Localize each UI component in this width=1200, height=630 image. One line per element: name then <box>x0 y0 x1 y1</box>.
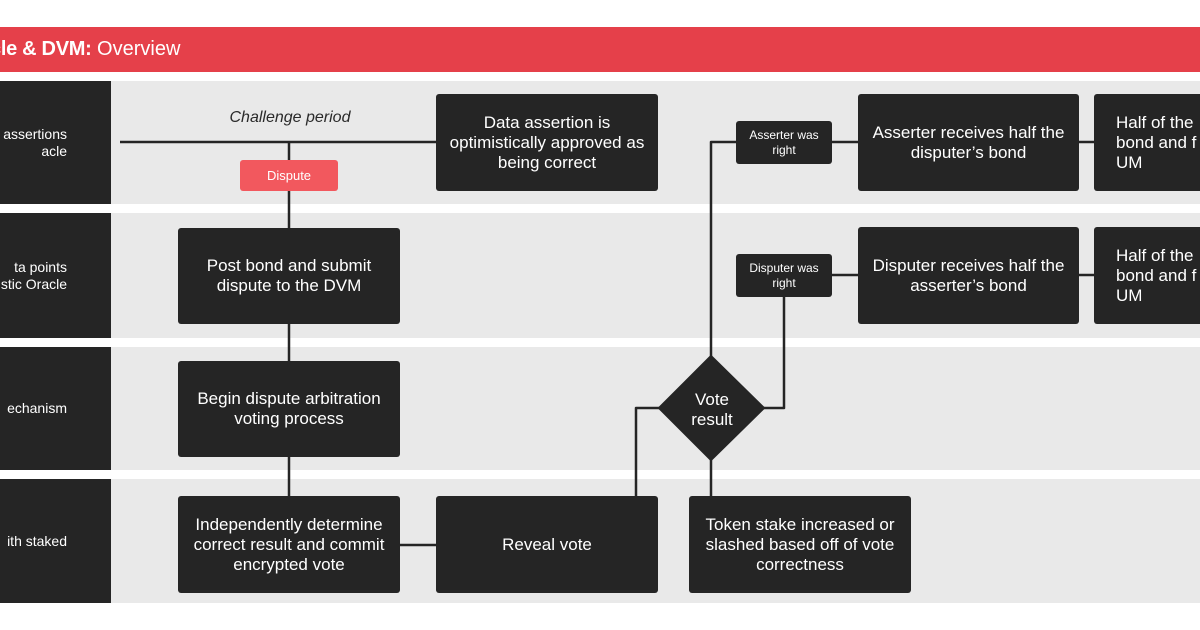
lane-label-2-line-1: ta points <box>14 258 67 275</box>
dispute-button[interactable]: Dispute <box>240 160 338 191</box>
lane-label-3-line-1: echanism <box>7 400 67 416</box>
disputer-receives-box: Disputer receives half the asserter’s bo… <box>858 227 1079 324</box>
challenge-period-label: Challenge period <box>229 109 351 126</box>
token-stake-box: Token stake increased or slashed based o… <box>689 496 911 593</box>
half-bond-box-1: Half of the bond and f to UM <box>1094 94 1200 191</box>
connector-line-diamond-disputer <box>764 297 786 410</box>
header-title-bold: cle & DVM: <box>0 38 92 60</box>
lane-label-1: assertions acle <box>0 81 111 204</box>
lane-label-1-line-1: assertions <box>3 125 67 142</box>
disputer-right-box: Disputer was right <box>736 254 832 297</box>
half-bond-box-2: Half of the bond and f to UM <box>1094 227 1200 324</box>
post-bond-box: Post bond and submit dispute to the DVM <box>178 228 400 324</box>
vote-result-label: Vote result <box>691 390 733 429</box>
lane-label-4: ith staked <box>0 479 111 603</box>
begin-dispute-box: Begin dispute arbitration voting process <box>178 361 400 457</box>
lane-label-2: ta points istic Oracle <box>0 213 111 338</box>
lane-label-3: echanism <box>0 347 111 470</box>
header-bar: cle & DVM: Overview <box>0 27 1200 72</box>
data-assertion-box: Data assertion is optimistically approve… <box>436 94 658 191</box>
header-title-rest: Overview <box>97 38 181 60</box>
lane-label-4-line-1: ith staked <box>7 532 67 549</box>
connector-line-diamond-asserter <box>709 140 736 356</box>
reveal-vote-box: Reveal vote <box>436 496 658 593</box>
asserter-receives-box: Asserter receives half the disputer’s bo… <box>858 94 1079 191</box>
asserter-right-box: Asserter was right <box>736 121 832 164</box>
lane-label-2-line-2: istic Oracle <box>0 275 67 292</box>
independently-determine-box: Independently determine correct result a… <box>178 496 400 593</box>
connector-line-reveal-diamond <box>634 406 659 496</box>
vote-result-diamond <box>658 355 765 461</box>
lane-label-1-line-2: acle <box>41 142 67 159</box>
